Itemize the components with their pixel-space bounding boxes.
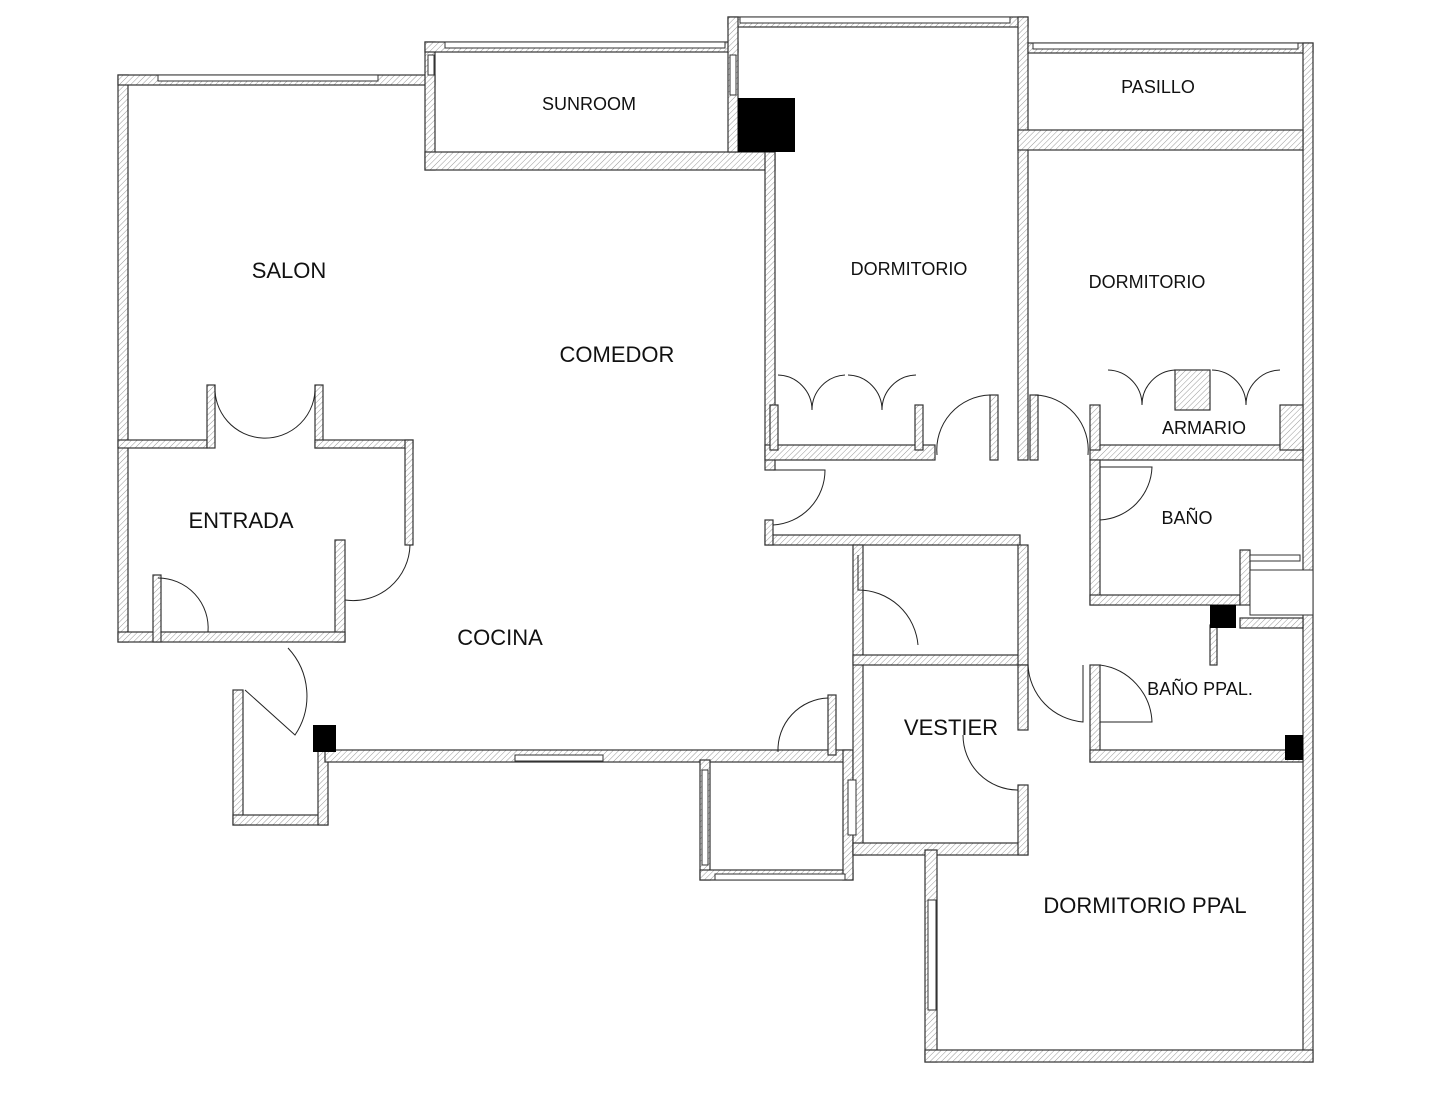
label-dormitorio-2: DORMITORIO	[1089, 272, 1206, 292]
doors	[157, 369, 1281, 791]
label-armario: ARMARIO	[1162, 418, 1246, 438]
label-pasillo: PASILLO	[1121, 77, 1195, 97]
label-cocina: COCINA	[457, 625, 543, 650]
label-dormitorio-1: DORMITORIO	[851, 259, 968, 279]
label-bano-ppal: BAÑO PPAL.	[1147, 678, 1253, 699]
label-sunroom: SUNROOM	[542, 94, 636, 114]
label-entrada: ENTRADA	[188, 508, 293, 533]
label-comedor: COMEDOR	[560, 342, 675, 367]
label-bano: BAÑO	[1161, 507, 1212, 528]
label-dormitorio-ppal: DORMITORIO PPAL	[1043, 893, 1246, 918]
windows	[157, 16, 1301, 1011]
room-labels: SALON SUNROOM DORMITORIO PASILLO DORMITO…	[188, 77, 1252, 918]
label-vestier: VESTIER	[904, 715, 998, 740]
label-salon: SALON	[252, 258, 327, 283]
pillars	[313, 98, 1303, 760]
